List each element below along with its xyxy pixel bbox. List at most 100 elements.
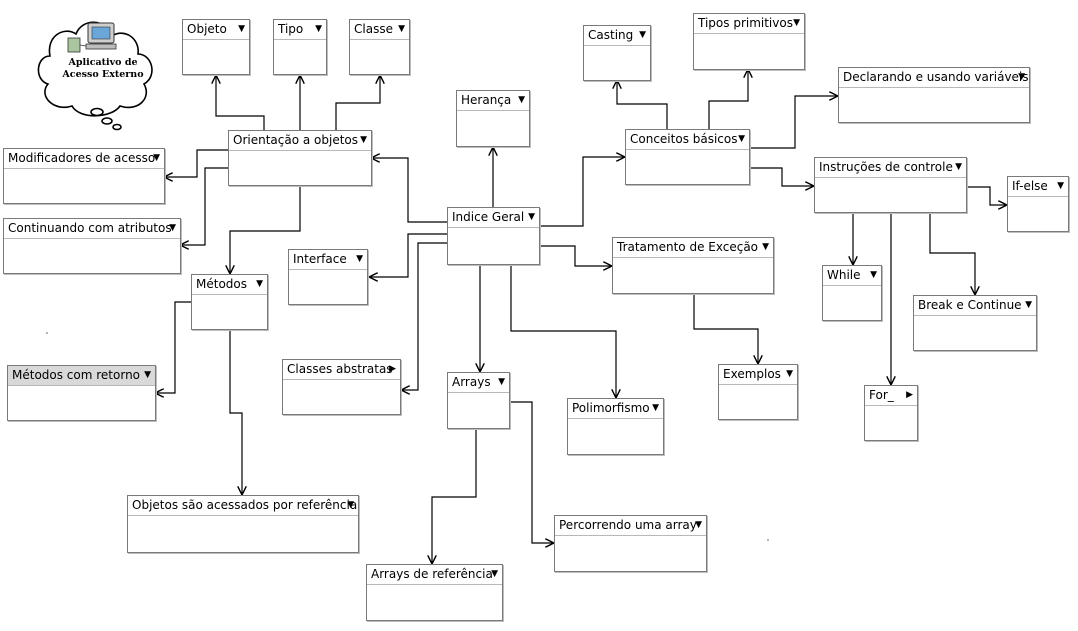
dropdown-arrow-icon[interactable]: ▼ — [144, 370, 151, 380]
node-metodos[interactable]: Métodos ▼ — [191, 274, 268, 330]
node-classe[interactable]: Classe ▼ — [349, 19, 410, 75]
node-tipo[interactable]: Tipo ▼ — [273, 19, 327, 75]
node-label: Exemplos — [719, 365, 797, 385]
node-conceitos-basicos[interactable]: Conceitos básicos ▼ — [625, 129, 750, 185]
edge-conceitos-declarando — [749, 96, 837, 149]
node-label: Percorrendo uma array — [555, 516, 706, 536]
node-interface[interactable]: Interface ▼ — [288, 249, 368, 305]
node-tipos-primitivos[interactable]: Tipos primitivos ▼ — [693, 13, 805, 70]
dropdown-arrow-icon[interactable]: ▼ — [518, 95, 525, 105]
expand-arrow-icon[interactable]: ▶ — [389, 364, 396, 374]
node-exemplos[interactable]: Exemplos ▼ — [718, 364, 798, 420]
edge-conceitos-tipos — [708, 70, 748, 130]
node-orientacao-objetos[interactable]: Orientação a objetos ▼ — [228, 130, 372, 186]
node-label: Tratamento de Exceção — [613, 238, 773, 258]
node-label: Indice Geral — [448, 208, 539, 228]
dropdown-arrow-icon[interactable]: ▼ — [695, 520, 702, 530]
node-label: Tipo — [274, 20, 326, 40]
edge-orientacao-metodos — [230, 186, 301, 273]
node-while[interactable]: While ▼ — [822, 265, 882, 321]
node-label: Modificadores de acesso — [4, 149, 164, 169]
node-arrays[interactable]: Arrays ▼ — [447, 372, 510, 429]
node-for[interactable]: For_ ▶ — [864, 385, 918, 441]
logo-line-1: Aplicativo de — [68, 57, 138, 68]
node-instrucoes-controle[interactable]: Instruções de controle ▼ — [814, 157, 967, 213]
logo-line-2: Acesso Externo — [62, 69, 144, 80]
node-indice-geral[interactable]: Indice Geral ▼ — [447, 207, 540, 265]
edge-indice-orientacao — [372, 158, 448, 223]
node-objetos-referencia[interactable]: Objetos são acessados por referência ▼ — [127, 495, 359, 553]
edge-orientacao-continuando — [181, 167, 229, 245]
dropdown-arrow-icon[interactable]: ▼ — [738, 134, 745, 144]
node-tratamento-excecao[interactable]: Tratamento de Exceção ▼ — [612, 237, 774, 294]
node-label: If-else — [1008, 177, 1068, 197]
dropdown-arrow-icon[interactable]: ▼ — [256, 279, 263, 289]
node-label: Interface — [289, 250, 367, 270]
node-label: Polimorfismo — [568, 399, 663, 419]
node-objeto[interactable]: Objeto ▼ — [182, 19, 250, 75]
dropdown-arrow-icon[interactable]: ▼ — [1018, 72, 1025, 82]
node-polimorfismo[interactable]: Polimorfismo ▼ — [567, 398, 664, 455]
edge-orientacao-classe — [335, 76, 380, 130]
dropdown-arrow-icon[interactable]: ▼ — [528, 212, 535, 222]
edge-arrays-arrays-ref — [432, 428, 477, 563]
dropdown-arrow-icon[interactable]: ▼ — [1057, 181, 1064, 191]
node-percorrendo-array[interactable]: Percorrendo uma array ▼ — [554, 515, 707, 572]
node-label: Herança — [457, 91, 529, 111]
node-declarando[interactable]: Declarando e usando variáveis ▼ — [838, 67, 1030, 123]
edge-indice-classes-abstratas — [402, 242, 448, 390]
computer-icon — [67, 22, 117, 53]
expand-arrow-icon[interactable]: ▶ — [906, 390, 913, 400]
node-casting[interactable]: Casting ▼ — [583, 25, 651, 81]
edge-orientacao-objeto — [216, 76, 265, 130]
edge-instrucoes-ifelse — [966, 186, 1006, 205]
node-break-continue[interactable]: Break e Continue ▼ — [913, 295, 1037, 351]
dropdown-arrow-icon[interactable]: ▼ — [238, 24, 245, 34]
node-label: Instruções de controle — [815, 158, 966, 178]
node-arrays-referencia[interactable]: Arrays de referência ▼ — [366, 564, 503, 621]
node-label: Objeto — [183, 20, 249, 40]
node-label: Arrays de referência — [367, 565, 502, 585]
node-if-else[interactable]: If-else ▼ — [1007, 176, 1069, 232]
node-continuando-atributos[interactable]: Continuando com atributos ▼ — [3, 218, 181, 274]
dropdown-arrow-icon[interactable]: ▼ — [315, 24, 322, 34]
node-modificadores[interactable]: Modificadores de acesso ▼ — [3, 148, 165, 204]
dropdown-arrow-icon[interactable]: ▼ — [762, 242, 769, 252]
edge-indice-conceitos — [539, 157, 624, 227]
edge-indice-tratamento — [539, 245, 611, 266]
dropdown-arrow-icon[interactable]: ▼ — [360, 135, 367, 145]
node-label: Métodos com retorno — [8, 366, 155, 386]
dropdown-arrow-icon[interactable]: ▼ — [153, 153, 160, 163]
dropdown-arrow-icon[interactable]: ▼ — [398, 24, 405, 34]
edge-indice-interface — [370, 233, 448, 277]
dropdown-arrow-icon[interactable]: ▼ — [1025, 300, 1032, 310]
dropdown-arrow-icon[interactable]: ▼ — [347, 500, 354, 510]
dropdown-arrow-icon[interactable]: ▼ — [786, 369, 793, 379]
edge-conceitos-casting — [617, 81, 668, 130]
edge-metodos-retorno — [156, 301, 193, 393]
dropdown-arrow-icon[interactable]: ▼ — [639, 30, 646, 40]
node-metodos-retorno[interactable]: Métodos com retorno ▼ — [7, 365, 156, 421]
dropdown-arrow-icon[interactable]: ▼ — [356, 254, 363, 264]
node-label: Declarando e usando variáveis — [839, 68, 1029, 88]
node-label: While — [823, 266, 881, 286]
node-label: Continuando com atributos — [4, 219, 180, 239]
edge-orientacao-modificadores — [165, 149, 229, 177]
dropdown-arrow-icon[interactable]: ▼ — [652, 403, 659, 413]
node-label: Break e Continue — [914, 296, 1036, 316]
dropdown-arrow-icon[interactable]: ▼ — [491, 569, 498, 579]
dropdown-arrow-icon[interactable]: ▼ — [955, 162, 962, 172]
node-label: Classe — [350, 20, 409, 40]
node-label: Orientação a objetos — [229, 131, 371, 151]
edge-indice-polimorfismo — [510, 264, 616, 397]
node-classes-abstratas[interactable]: Classes abstratas ▶ — [282, 359, 401, 415]
logo-caption: Aplicativo de Acesso Externo — [58, 57, 148, 81]
dropdown-arrow-icon[interactable]: ▼ — [498, 377, 505, 387]
node-heranca[interactable]: Herança ▼ — [456, 90, 530, 147]
dropdown-arrow-icon[interactable]: ▼ — [793, 18, 800, 28]
dropdown-arrow-icon[interactable]: ▼ — [169, 223, 176, 233]
external-app-logo[interactable]: Aplicativo de Acesso Externo — [28, 8, 158, 133]
dropdown-arrow-icon[interactable]: ▼ — [870, 270, 877, 280]
cloud-icon — [37, 21, 153, 131]
